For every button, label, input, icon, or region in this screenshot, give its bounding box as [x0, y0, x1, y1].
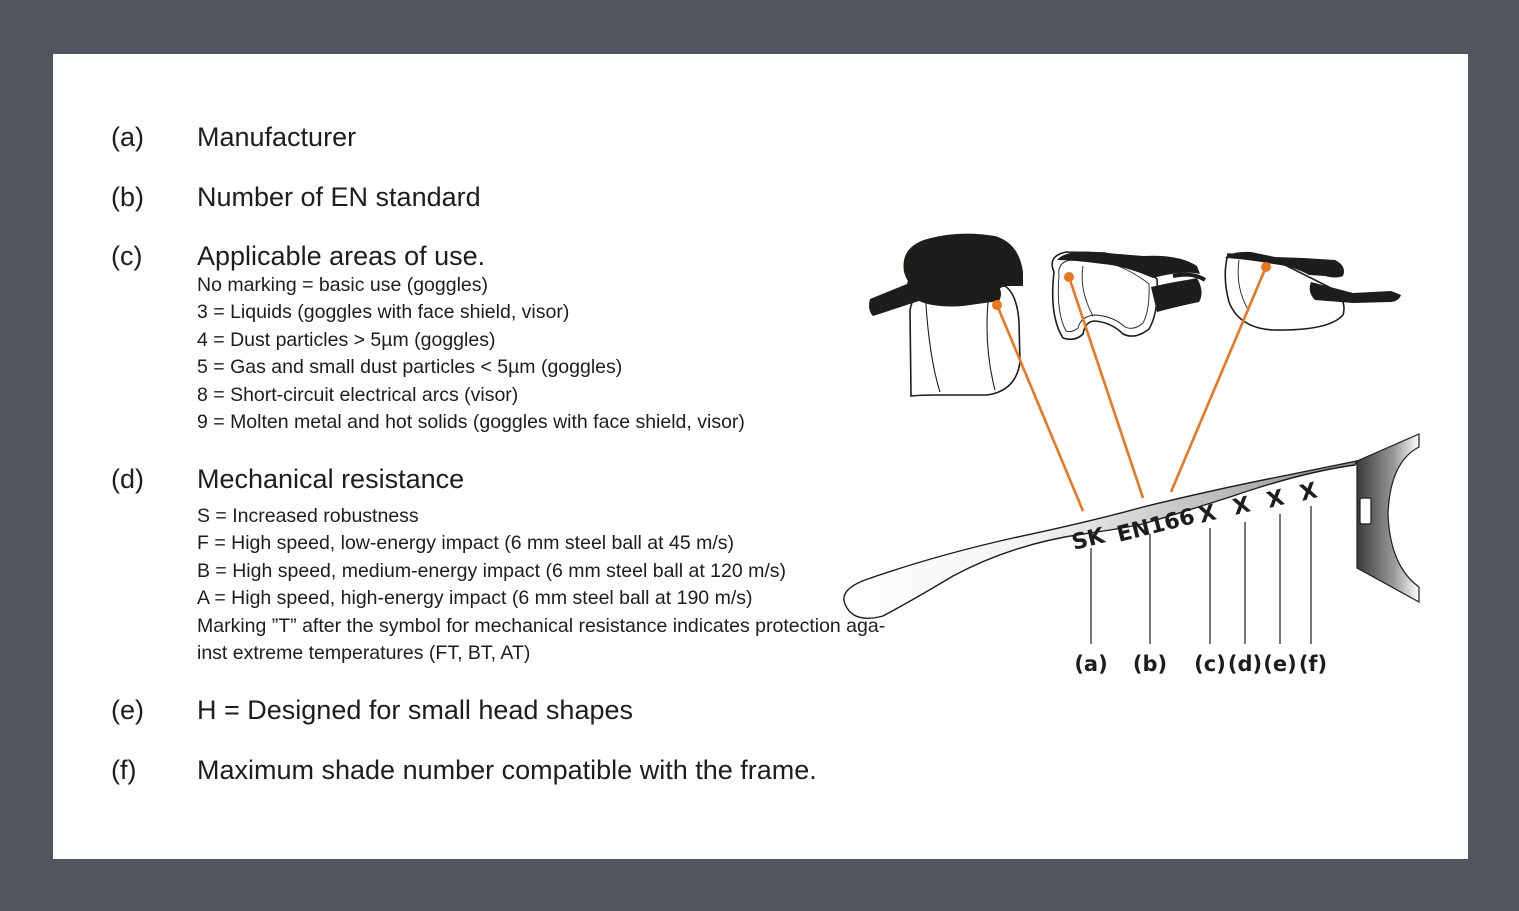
pointer-line — [995, 304, 1085, 512]
list-item: inst extreme temperatures (FT, BT, AT) — [197, 642, 531, 665]
entry-letter: (b) — [111, 182, 144, 212]
list-item: 5 = Gas and small dust particles < 5µm (… — [197, 356, 623, 379]
mechanical-resistance-list: S = Increased robustness F = High speed,… — [197, 503, 885, 667]
temple-arm-icon — [843, 433, 1420, 619]
callout-label: (c) — [1194, 652, 1226, 676]
callout-label: (e) — [1263, 652, 1296, 676]
entry-title: H = Designed for small head shapes — [197, 695, 633, 725]
pointer-dot — [992, 300, 1002, 310]
pointer-dot — [1261, 262, 1271, 272]
list-item: S = Increased robustness — [197, 505, 419, 527]
entry-letter: (a) — [111, 122, 144, 152]
marking-code: X — [1230, 492, 1253, 520]
entry-letter: (d) — [111, 464, 144, 494]
entry-title: Maximum shade number compatible with the… — [197, 755, 817, 785]
list-item: 3 = Liquids (goggles with face shield, v… — [197, 301, 570, 324]
entry-title: Mechanical resistance — [197, 464, 465, 494]
list-item: 8 = Short-circuit electrical arcs (visor… — [197, 383, 519, 406]
entry-title: Manufacturer — [197, 122, 357, 152]
pointer-dot — [1064, 272, 1074, 282]
marking-code: X — [1264, 485, 1287, 513]
face-shield-icon — [869, 233, 1023, 397]
entry-title: Number of EN standard — [197, 182, 481, 212]
entry-letter: (c) — [111, 241, 143, 271]
callout-label: (a) — [1074, 652, 1107, 676]
callout-label: (b) — [1133, 652, 1167, 676]
entry-title: Applicable areas of use. — [197, 241, 486, 271]
pointer-line — [1067, 276, 1145, 499]
callout-labels: (a) (b) (c) (d) (e) (f) — [1074, 652, 1327, 676]
pointer-lines — [992, 262, 1271, 512]
goggles-icon — [1051, 251, 1207, 341]
marking-code: X — [1297, 478, 1320, 506]
list-item: A = High speed, high-energy impact (6 mm… — [197, 587, 753, 610]
callout-lines — [1090, 506, 1312, 644]
list-item: 9 = Molten metal and hot solids (goggles… — [197, 411, 745, 434]
list-item: F = High speed, low-energy impact (6 mm … — [197, 532, 735, 555]
list-item: Marking ”T” after the symbol for mechani… — [197, 614, 886, 637]
callout-label: (d) — [1228, 652, 1262, 676]
entry-letter: (f) — [111, 755, 137, 785]
marking-illustration: SK EN166 X X X X (a) (b) (c) (d) (e) (f) — [843, 233, 1420, 676]
list-item: B = High speed, medium-energy impact (6 … — [197, 559, 787, 582]
info-sheet: (a) Manufacturer (b) Number of EN standa… — [53, 54, 1468, 859]
pointer-line — [1169, 266, 1268, 493]
marking-code: X — [1196, 500, 1219, 528]
areas-of-use-list: No marking = basic use (goggles) 3 = Liq… — [197, 272, 745, 436]
list-item: No marking = basic use (goggles) — [197, 274, 489, 296]
safety-glasses-icon — [1224, 251, 1401, 331]
list-item: 4 = Dust particles > 5µm (goggles) — [197, 328, 496, 351]
callout-label: (f) — [1299, 652, 1327, 676]
entry-letter: (e) — [111, 695, 144, 725]
